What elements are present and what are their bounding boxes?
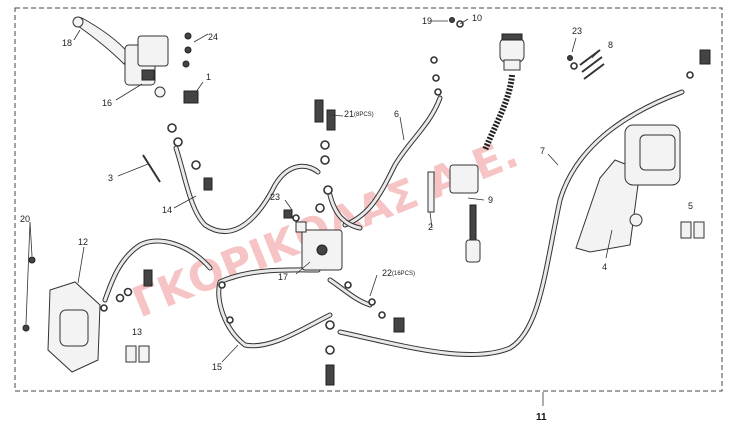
callout-labels: 18 16 24 1 3 14 23 17 21 (8PCS) 6 2 9 19… xyxy=(20,13,693,423)
callout-6: 6 xyxy=(394,109,399,119)
callout-8: 8 xyxy=(608,40,613,50)
screws-24 xyxy=(182,32,192,68)
rear-caliper-bracket xyxy=(575,49,711,253)
brake-switch-1 xyxy=(183,90,199,104)
banjo-fittings-front xyxy=(167,123,213,191)
callout-13: 13 xyxy=(132,327,142,337)
callout-12: 12 xyxy=(78,237,88,247)
callout-18: 18 xyxy=(62,38,72,48)
qty-22: (16PCS) xyxy=(392,271,415,277)
small-parts-10-19 xyxy=(430,17,464,96)
callout-7: 7 xyxy=(540,146,545,156)
assembly-number: 11 xyxy=(536,412,547,423)
bolts-21 xyxy=(283,99,336,222)
cable-3 xyxy=(142,154,161,183)
callout-20: 20 xyxy=(20,214,30,224)
front-master-cylinder xyxy=(72,16,169,98)
hose-lines xyxy=(102,74,685,358)
callout-3: 3 xyxy=(108,173,113,183)
callout-4: 4 xyxy=(602,262,607,272)
assembly-border xyxy=(14,7,723,392)
callout-23-left: 23 xyxy=(270,192,280,202)
callout-9: 9 xyxy=(488,195,493,205)
banjo-fittings-lower xyxy=(218,281,405,386)
callout-17: 17 xyxy=(278,272,288,282)
callout-10: 10 xyxy=(472,13,482,23)
rear-reservoir xyxy=(499,33,525,71)
callout-1: 1 xyxy=(206,72,211,82)
pad-shims-5 xyxy=(680,221,705,239)
callout-5: 5 xyxy=(688,201,693,211)
pad-shims-13 xyxy=(125,345,150,363)
front-caliper xyxy=(22,256,153,373)
junction-block xyxy=(295,221,343,271)
callout-14: 14 xyxy=(162,205,172,215)
callout-15: 15 xyxy=(212,362,222,372)
qty-21: (8PCS) xyxy=(354,112,374,118)
clip-8-and-23 xyxy=(567,49,605,80)
rear-master-cylinder xyxy=(427,164,481,263)
callout-24: 24 xyxy=(208,32,218,42)
leader-lines xyxy=(25,18,613,406)
callout-21: 21 xyxy=(344,109,354,119)
callout-16: 16 xyxy=(102,98,112,108)
callout-19: 19 xyxy=(422,16,432,26)
callout-2: 2 xyxy=(428,222,433,232)
callout-23-right: 23 xyxy=(572,26,582,36)
callout-22: 22 xyxy=(382,268,392,278)
